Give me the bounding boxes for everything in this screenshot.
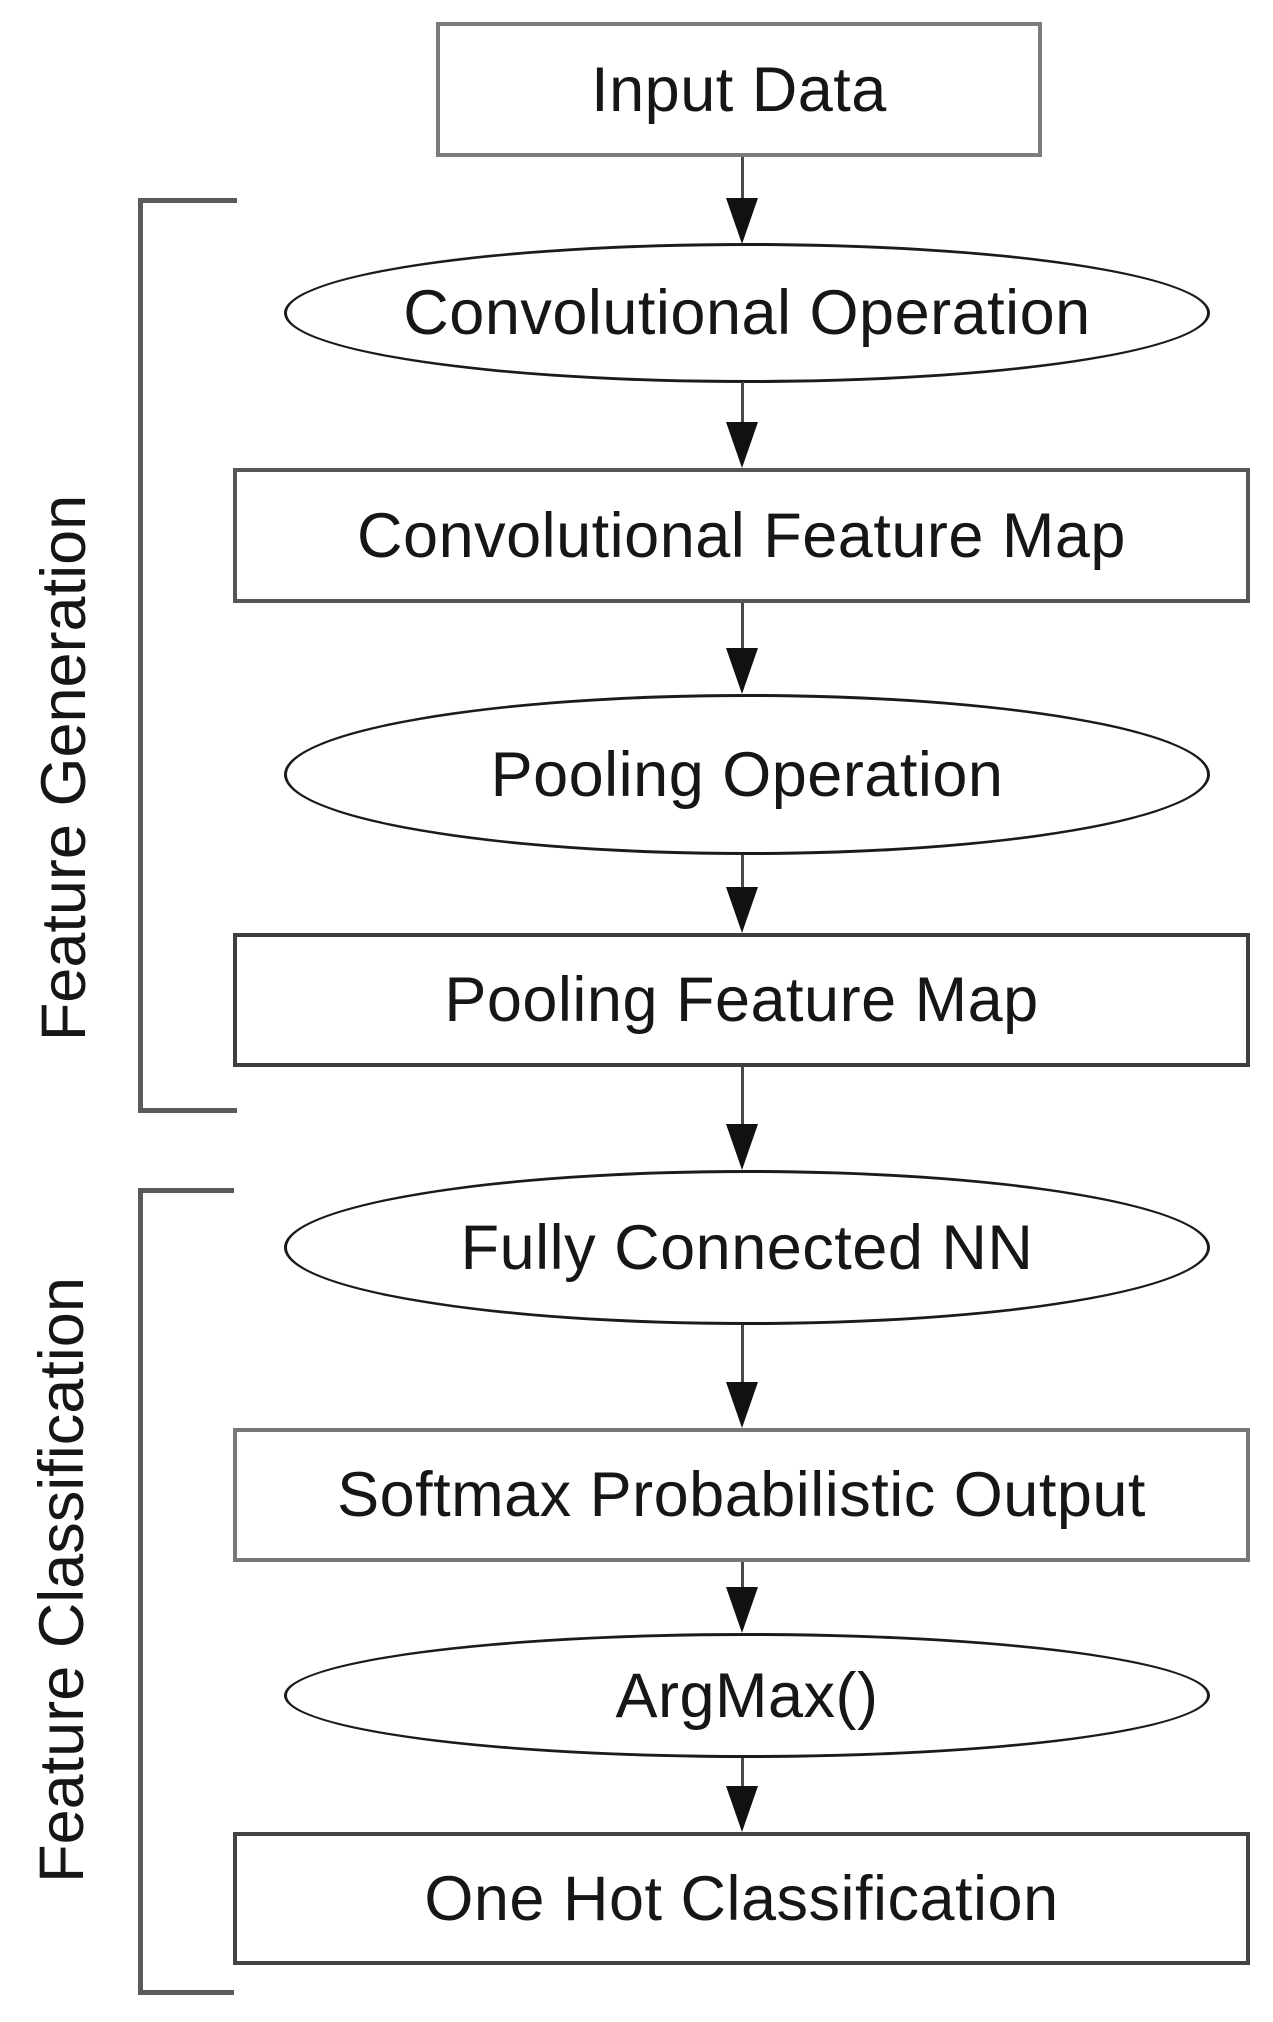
feature-classification-bracket-arm-top — [138, 1188, 234, 1193]
arrow-pool-fmap-to-fcnn — [726, 1067, 758, 1170]
arrow-head-icon — [726, 198, 758, 244]
node-softmax-probabilistic-output: Softmax Probabilistic Output — [233, 1428, 1250, 1562]
node-fully-connected-nn: Fully Connected NN — [284, 1170, 1210, 1325]
arrow-stem — [740, 603, 744, 648]
feature-generation-bracket-arm-bottom — [138, 1108, 237, 1113]
feature-generation-bracket-vertical — [138, 198, 143, 1113]
arrow-head-icon — [726, 1382, 758, 1428]
arrow-pool-op-to-pool-fmap — [726, 855, 758, 933]
node-convolutional-feature-map: Convolutional Feature Map — [233, 468, 1250, 603]
node-pooling-feature-map: Pooling Feature Map — [233, 933, 1250, 1067]
arrow-softmax-to-argmax — [726, 1562, 758, 1633]
arrow-head-icon — [726, 648, 758, 694]
arrow-stem — [740, 855, 744, 887]
arrow-head-icon — [726, 422, 758, 468]
arrow-input-to-conv-op — [726, 157, 758, 244]
feature-classification-label: Feature Classification — [27, 1277, 97, 1883]
arrow-fcnn-to-softmax — [726, 1325, 758, 1428]
arrow-head-icon — [726, 887, 758, 933]
arrow-stem — [740, 1562, 744, 1587]
arrow-head-icon — [726, 1587, 758, 1633]
arrow-head-icon — [726, 1786, 758, 1832]
feature-generation-label: Feature Generation — [29, 494, 99, 1042]
node-input-data: Input Data — [436, 22, 1042, 157]
arrow-stem — [740, 382, 744, 422]
feature-generation-bracket-arm-top — [138, 198, 237, 203]
node-convolutional-operation: Convolutional Operation — [284, 243, 1210, 383]
node-one-hot-classification: One Hot Classification — [233, 1832, 1250, 1965]
node-argmax: ArgMax() — [284, 1633, 1210, 1758]
arrow-head-icon — [726, 1124, 758, 1170]
arrow-conv-op-to-conv-fmap — [726, 382, 758, 468]
feature-classification-bracket-arm-bottom — [138, 1990, 234, 1995]
arrow-stem — [740, 1758, 744, 1786]
arrow-stem — [740, 1325, 744, 1382]
arrow-stem — [740, 157, 744, 198]
node-pooling-operation: Pooling Operation — [284, 694, 1210, 855]
arrow-argmax-to-onehot — [726, 1758, 758, 1832]
arrow-stem — [740, 1067, 744, 1124]
feature-classification-bracket-vertical — [138, 1188, 143, 1995]
arrow-conv-fmap-to-pool-op — [726, 603, 758, 694]
